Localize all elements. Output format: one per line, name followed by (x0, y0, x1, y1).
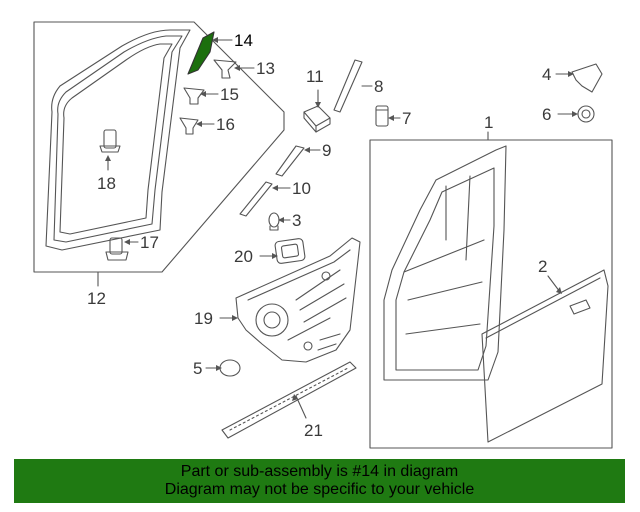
part-20-switch-bezel (274, 238, 306, 264)
fitment-notice-banner: Part or sub-assembly is #14 in diagram D… (14, 459, 625, 503)
callout-14: 14 (234, 31, 253, 50)
banner-line-1: Part or sub-assembly is #14 in diagram (180, 463, 459, 480)
callout-9: 9 (322, 141, 331, 160)
callout-1: 1 (484, 113, 493, 132)
part-1-door-shell (383, 145, 507, 381)
part-6-grommet (577, 105, 595, 123)
callout-20: 20 (234, 247, 253, 266)
part-21-lower-strip (221, 361, 357, 439)
callout-2: 2 (538, 257, 547, 276)
part-2-door-skin (481, 269, 609, 443)
clip-13 (213, 59, 237, 79)
part-10-strip (239, 181, 273, 217)
callout-12: 12 (87, 289, 106, 308)
callout-7: 7 (402, 109, 411, 128)
inset-box-outline (33, 21, 285, 273)
banner-line-2: Diagram may not be specific to your vehi… (164, 481, 475, 498)
part-8-strip (333, 59, 363, 113)
weatherstrip-clip-18 (99, 129, 121, 153)
door-weatherstrip-seal (45, 29, 191, 251)
callout-8: 8 (374, 77, 383, 96)
callout-15: 15 (220, 85, 239, 104)
callout-arrowheads (105, 37, 578, 401)
callout-3: 3 (292, 211, 301, 230)
callout-5: 5 (193, 359, 202, 378)
callout-21: 21 (304, 421, 323, 440)
part-19-door-module (235, 237, 361, 363)
part-7-cap (375, 105, 389, 127)
part-3-fastener (268, 212, 280, 231)
callout-18: 18 (97, 174, 116, 193)
callout-11: 11 (306, 67, 324, 86)
part-5-plug (219, 359, 241, 377)
callout-13: 13 (256, 59, 275, 78)
part-4-bracket (571, 63, 603, 93)
weatherstrip-clip-17 (105, 237, 129, 261)
part-9-strip (275, 145, 305, 177)
clip-15 (183, 87, 205, 105)
callout-10: 10 (292, 179, 311, 198)
callout-16: 16 (216, 115, 235, 134)
highlighted-part-14-trim (187, 31, 215, 75)
callout-6: 6 (542, 105, 551, 124)
part-1-outline-box (369, 139, 613, 449)
clip-16 (179, 117, 199, 135)
callout-17: 17 (140, 233, 159, 252)
callout-4: 4 (542, 65, 551, 84)
callout-19: 19 (194, 309, 213, 328)
part-11-block (303, 105, 331, 133)
